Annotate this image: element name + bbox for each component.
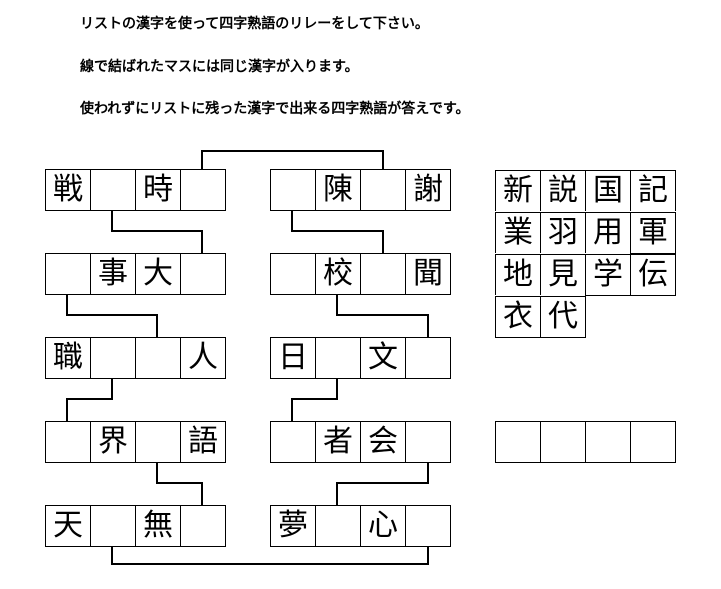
right-word-row-5: 夢 心 xyxy=(270,505,451,547)
kanji-list-item[interactable]: 衣 xyxy=(495,296,540,338)
kanji-list-item[interactable]: 新 xyxy=(495,170,540,211)
grid-cell[interactable] xyxy=(180,253,226,295)
connector-line xyxy=(156,463,203,505)
grid-cell[interactable] xyxy=(270,169,316,211)
grid-cell[interactable]: 心 xyxy=(360,505,406,547)
kanji-list-item[interactable]: 学 xyxy=(585,254,630,296)
grid-cell[interactable]: 天 xyxy=(45,505,91,547)
grid-cell[interactable] xyxy=(270,253,316,295)
grid-cell[interactable] xyxy=(315,505,361,547)
grid-cell[interactable]: 会 xyxy=(360,421,406,463)
answer-cell[interactable] xyxy=(540,421,586,463)
grid-cell[interactable]: 戦 xyxy=(45,169,91,211)
grid-cell[interactable]: 陳 xyxy=(315,169,361,211)
grid-cell[interactable]: 時 xyxy=(135,169,181,211)
left-word-row-3: 職 人 xyxy=(45,337,226,379)
connector-line xyxy=(291,379,338,421)
kanji-list-item[interactable]: 代 xyxy=(540,296,586,338)
kanji-list-item[interactable]: 地 xyxy=(495,254,540,295)
grid-cell[interactable]: 語 xyxy=(180,421,226,463)
grid-cell[interactable] xyxy=(405,421,451,463)
grid-cell[interactable] xyxy=(405,505,451,547)
kanji-list-item[interactable]: 見 xyxy=(540,254,585,295)
left-word-row-5: 天 無 xyxy=(45,505,226,547)
connector-line xyxy=(336,463,429,505)
grid-cell[interactable]: 人 xyxy=(180,337,226,379)
kanji-list: 新 説 国 記 業 羽 用 軍 地 見 学 伝 衣 代 xyxy=(495,170,676,338)
grid-cell[interactable] xyxy=(315,337,361,379)
grid-cell[interactable] xyxy=(360,169,406,211)
connector-line xyxy=(201,150,384,170)
instruction-line-3: 使われずにリストに残った漢字で出来る四字熟語が答えです。 xyxy=(80,101,470,117)
grid-cell[interactable] xyxy=(405,337,451,379)
answer-row xyxy=(495,421,676,463)
grid-cell[interactable]: 無 xyxy=(135,505,181,547)
connector-line xyxy=(336,295,429,337)
answer-cell[interactable] xyxy=(585,421,631,463)
connector-line xyxy=(111,547,429,565)
grid-cell[interactable] xyxy=(90,505,136,547)
grid-cell[interactable]: 事 xyxy=(90,253,136,295)
answer-cell[interactable] xyxy=(495,421,541,463)
right-word-row-2: 校 聞 xyxy=(270,253,451,295)
grid-cell[interactable] xyxy=(90,337,136,379)
grid-cell[interactable]: 界 xyxy=(90,421,136,463)
grid-cell[interactable]: 者 xyxy=(315,421,361,463)
right-word-row-3: 日 文 xyxy=(270,337,451,379)
left-word-row-4: 界 語 xyxy=(45,421,226,463)
grid-cell[interactable] xyxy=(135,421,181,463)
right-word-row-4: 者 会 xyxy=(270,421,451,463)
left-word-row-2: 事 大 xyxy=(45,253,226,295)
answer-cell[interactable] xyxy=(630,421,676,463)
kanji-list-item[interactable]: 伝 xyxy=(630,254,676,296)
grid-cell[interactable] xyxy=(45,253,91,295)
kanji-list-item[interactable]: 説 xyxy=(540,170,585,211)
grid-cell[interactable] xyxy=(180,505,226,547)
grid-cell[interactable] xyxy=(135,337,181,379)
connector-line xyxy=(66,295,158,337)
kanji-list-item[interactable]: 羽 xyxy=(540,212,585,253)
kanji-list-item[interactable]: 用 xyxy=(585,212,630,253)
grid-cell[interactable] xyxy=(90,169,136,211)
grid-cell[interactable]: 大 xyxy=(135,253,181,295)
grid-cell[interactable]: 職 xyxy=(45,337,91,379)
grid-cell[interactable]: 日 xyxy=(270,337,316,379)
grid-cell[interactable] xyxy=(360,253,406,295)
grid-cell[interactable] xyxy=(180,169,226,211)
grid-cell[interactable]: 聞 xyxy=(405,253,451,295)
instruction-line-1: リストの漢字を使って四字熟語のリレーをして下さい。 xyxy=(80,16,429,32)
grid-cell[interactable] xyxy=(45,421,91,463)
left-word-row-1: 戦 時 xyxy=(45,169,226,211)
kanji-list-item[interactable]: 業 xyxy=(495,212,540,253)
kanji-list-item[interactable]: 記 xyxy=(630,170,676,211)
grid-cell[interactable]: 夢 xyxy=(270,505,316,547)
instruction-line-2: 線で結ばれたマスには同じ漢字が入ります。 xyxy=(80,59,359,75)
kanji-list-item[interactable]: 国 xyxy=(585,170,630,211)
grid-cell[interactable]: 謝 xyxy=(405,169,451,211)
connector-line xyxy=(291,211,384,253)
kanji-list-item[interactable]: 軍 xyxy=(630,212,676,254)
grid-cell[interactable]: 文 xyxy=(360,337,406,379)
grid-cell[interactable] xyxy=(270,421,316,463)
connector-line xyxy=(111,211,203,253)
right-word-row-1: 陳 謝 xyxy=(270,169,451,211)
grid-cell[interactable]: 校 xyxy=(315,253,361,295)
connector-line xyxy=(66,379,113,421)
